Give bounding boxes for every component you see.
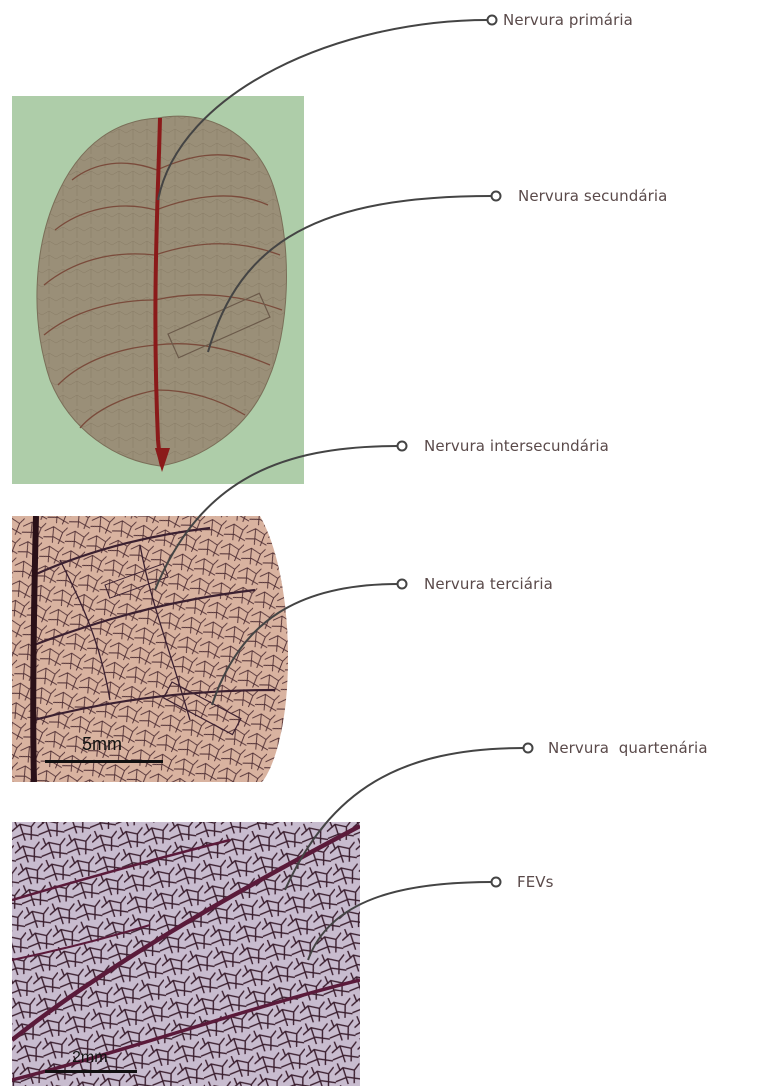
label-primary-vein: Nervura primária — [503, 11, 633, 29]
label-tertiary-vein: Nervura terciária — [424, 575, 553, 593]
scale-bar-5mm — [45, 760, 163, 763]
leader-secondary-dot — [492, 192, 501, 201]
scale-bar-2mm — [45, 1070, 137, 1073]
leader-primary-dot — [488, 16, 497, 25]
venation-mid-midrib — [33, 516, 36, 782]
scale-label-5mm: 5mm — [82, 734, 122, 755]
leader-tertiary-dot — [398, 580, 407, 589]
scale-label-2mm: 2mm — [72, 1049, 108, 1067]
label-quaternary-vein: Nervura quartenária — [548, 739, 708, 757]
label-secondary-vein: Nervura secundária — [518, 187, 667, 205]
label-intersecondary-vein: Nervura intersecundária — [424, 437, 609, 455]
venation-photo-5mm — [12, 516, 292, 782]
leader-fevs-dot — [492, 878, 501, 887]
leader-quaternary-dot — [524, 744, 533, 753]
leader-intersecondary-dot — [398, 442, 407, 451]
leaf-photo-panel — [12, 96, 304, 484]
label-fevs: FEVs — [517, 873, 554, 891]
venation-photo-2mm — [12, 822, 360, 1086]
